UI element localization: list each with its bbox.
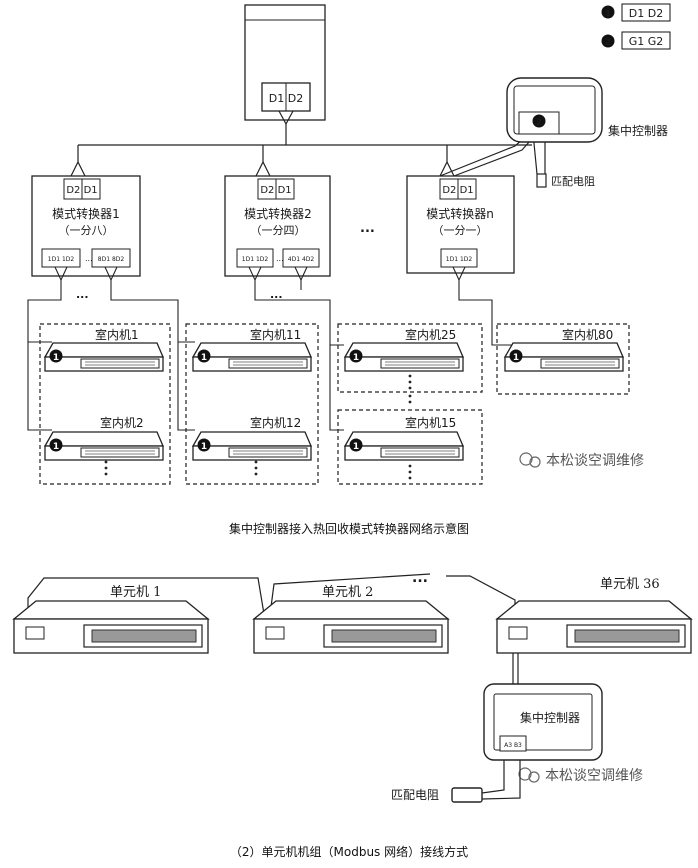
converter-2-port-gap: ... (276, 254, 284, 263)
group-1-ellipsis: ... (76, 288, 89, 301)
converter-1-port-b: 8D1 8D2 (98, 256, 125, 263)
indoor-wiring (27, 266, 512, 431)
unit-machine-36: 单元机 36 (496, 577, 692, 654)
watermark-bottom: 本松谈空调维修 (518, 767, 643, 784)
legend-marker-2: 2 (605, 38, 611, 48)
indoor-unit-25-label: 室内机25 (405, 327, 456, 342)
converter-n-name: 模式转换器n (426, 206, 494, 221)
indoor-unit-12: 室内机12 (192, 415, 312, 461)
bottom-controller-terminals: A3 B3 (504, 742, 522, 749)
legend-text-2: G1 G2 (629, 35, 664, 48)
bottom-matching-resistor: 匹配电阻 (391, 787, 483, 803)
converter-2-terminals: D2 D1 (260, 185, 291, 196)
units-ellipsis: ... (412, 570, 428, 586)
bottom-resistor-label: 匹配电阻 (391, 788, 439, 802)
watermark-top: 本松谈空调维修 (519, 452, 644, 469)
caption-top: 集中控制器接入热回收模式转换器网络示意图 (228, 522, 469, 536)
unit-machine-1: 单元机 1 (13, 585, 209, 654)
bottom-central-controller: 集中控制器 A3 B3 (483, 683, 603, 761)
unit-36-label: 单元机 36 (600, 577, 660, 592)
vertical-ellipsis (104, 374, 412, 480)
converter-1-name: 模式转换器1 (52, 206, 120, 221)
converter-n: D2 D1 模式转换器n （一分一） 1D1 1D2 (406, 175, 515, 274)
indoor-unit-15: 室内机15 (344, 415, 464, 461)
indoor-unit-2-label: 室内机2 (100, 415, 144, 430)
legend-text-1: D1 D2 (629, 7, 663, 20)
group-2-ellipsis: ... (270, 288, 283, 301)
converter-1-port-a: 1D1 1D2 (48, 256, 75, 263)
converter-n-split: （一分一） (433, 224, 488, 237)
converter-1: D2 D1 模式转换器1 （一分八） 1D1 1D2 ... 8D1 8D2 (31, 175, 141, 277)
converter-1-port-gap: ... (85, 254, 93, 263)
converter-1-split: （一分八） (59, 224, 114, 237)
indoor-unit-12-label: 室内机12 (250, 415, 301, 430)
matching-resistor: 匹配电阻 (536, 173, 595, 188)
bus-wiring (70, 124, 546, 177)
watermark-bottom-text: 本松谈空调维修 (545, 768, 643, 784)
resistor-label: 匹配电阻 (551, 175, 595, 188)
indoor-groups (39, 323, 630, 485)
legend: 1 D1 D2 2 G1 G2 (601, 3, 671, 50)
indoor-unit-15-label: 室内机15 (405, 415, 456, 430)
legend-marker-1: 1 (605, 9, 611, 19)
bottom-controller-label: 集中控制器 (520, 710, 580, 725)
converter-2: D2 D1 模式转换器2 （一分四） 1D1 1D2 ... 4D1 4D2 (224, 175, 331, 277)
indoor-unit-11-label: 室内机11 (250, 327, 301, 342)
unit-1-label: 单元机 1 (110, 585, 161, 600)
indoor-unit-11: 室内机11 (192, 327, 312, 372)
indoor-unit-25: 室内机25 (344, 327, 464, 372)
converters-ellipsis: ... (360, 221, 375, 236)
controller-label: 集中控制器 (608, 123, 668, 138)
outdoor-unit: D1 D2 (244, 4, 326, 126)
converter-2-port-a: 1D1 1D2 (242, 256, 269, 263)
indoor-unit-2: 室内机2 (44, 415, 164, 461)
indoor-unit-80: 室内机80 (504, 327, 624, 372)
unit-machine-2: 单元机 2 (253, 585, 449, 654)
indoor-unit-1-label: 室内机1 (95, 327, 139, 342)
converter-2-split: （一分四） (251, 224, 306, 237)
converter-n-port-a: 1D1 1D2 (446, 256, 473, 263)
central-controller: 2 集中控制器 (506, 77, 668, 143)
watermark-top-text: 本松谈空调维修 (546, 453, 644, 469)
indoor-unit-80-label: 室内机80 (562, 327, 613, 342)
caption-bottom: （2）单元机机组（Modbus 网络）接线方式 (229, 845, 469, 859)
converter-2-port-b: 4D1 4D2 (288, 256, 315, 263)
indoor-unit-1: 室内机1 (44, 327, 164, 372)
controller-marker: 2 (536, 118, 542, 128)
outdoor-terminals: D1 D2 (269, 92, 303, 105)
converter-1-terminals: D2 D1 (66, 185, 97, 196)
converter-n-terminals: D2 D1 (442, 185, 473, 196)
unit-2-label: 单元机 2 (322, 585, 373, 600)
converter-2-name: 模式转换器2 (244, 206, 312, 221)
